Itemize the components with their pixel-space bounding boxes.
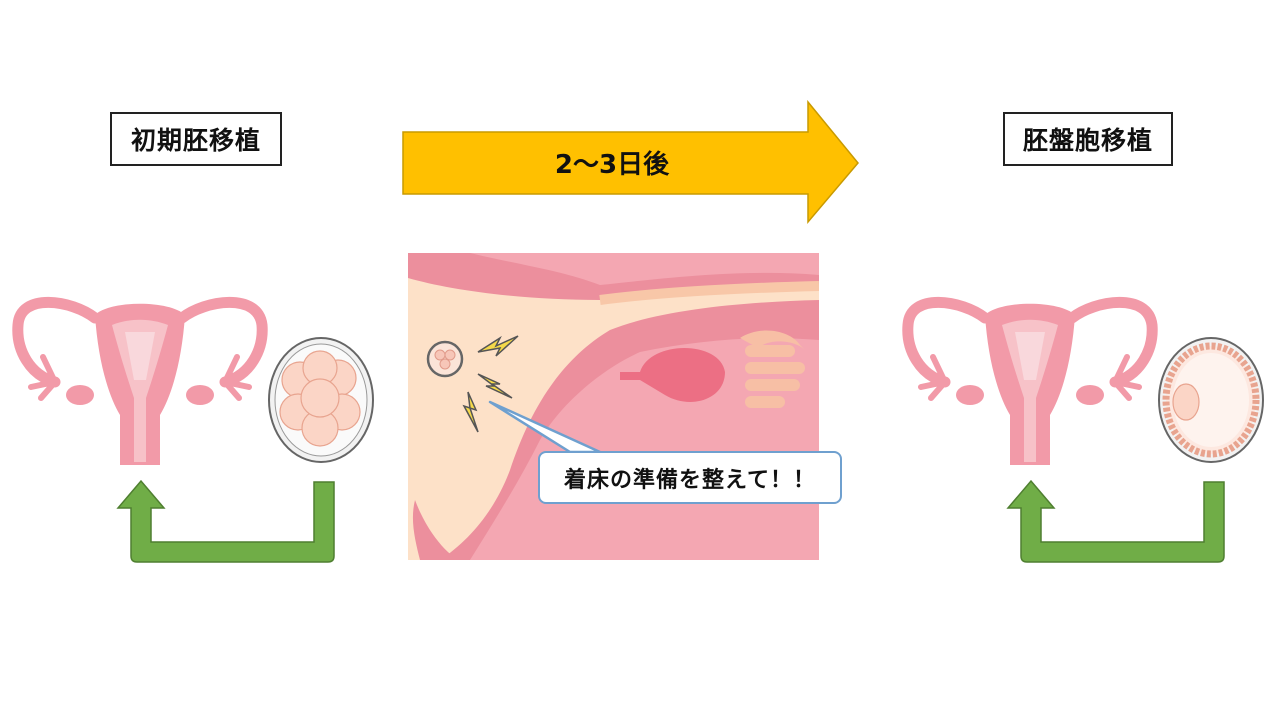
callout-bubble: 着床の準備を整えて！！ [538, 451, 842, 504]
return-arrow-left [116, 479, 335, 563]
blastocyst-icon [1158, 337, 1264, 463]
blastocyst-transfer-label: 胚盤胞移植 [1003, 112, 1173, 166]
uterus-left-icon [18, 302, 262, 465]
return-arrow-right [1006, 479, 1225, 563]
lightning-icon [462, 335, 519, 433]
early-embryo-transfer-label: 初期胚移植 [110, 112, 282, 166]
uterus-closeup-icon [408, 253, 819, 560]
timeline-arrow: 2～3日後 [402, 99, 859, 225]
early-embryo-icon [268, 337, 374, 463]
timeline-arrow-text: 2～3日後 [555, 149, 670, 180]
uterus-right-icon [908, 302, 1152, 465]
